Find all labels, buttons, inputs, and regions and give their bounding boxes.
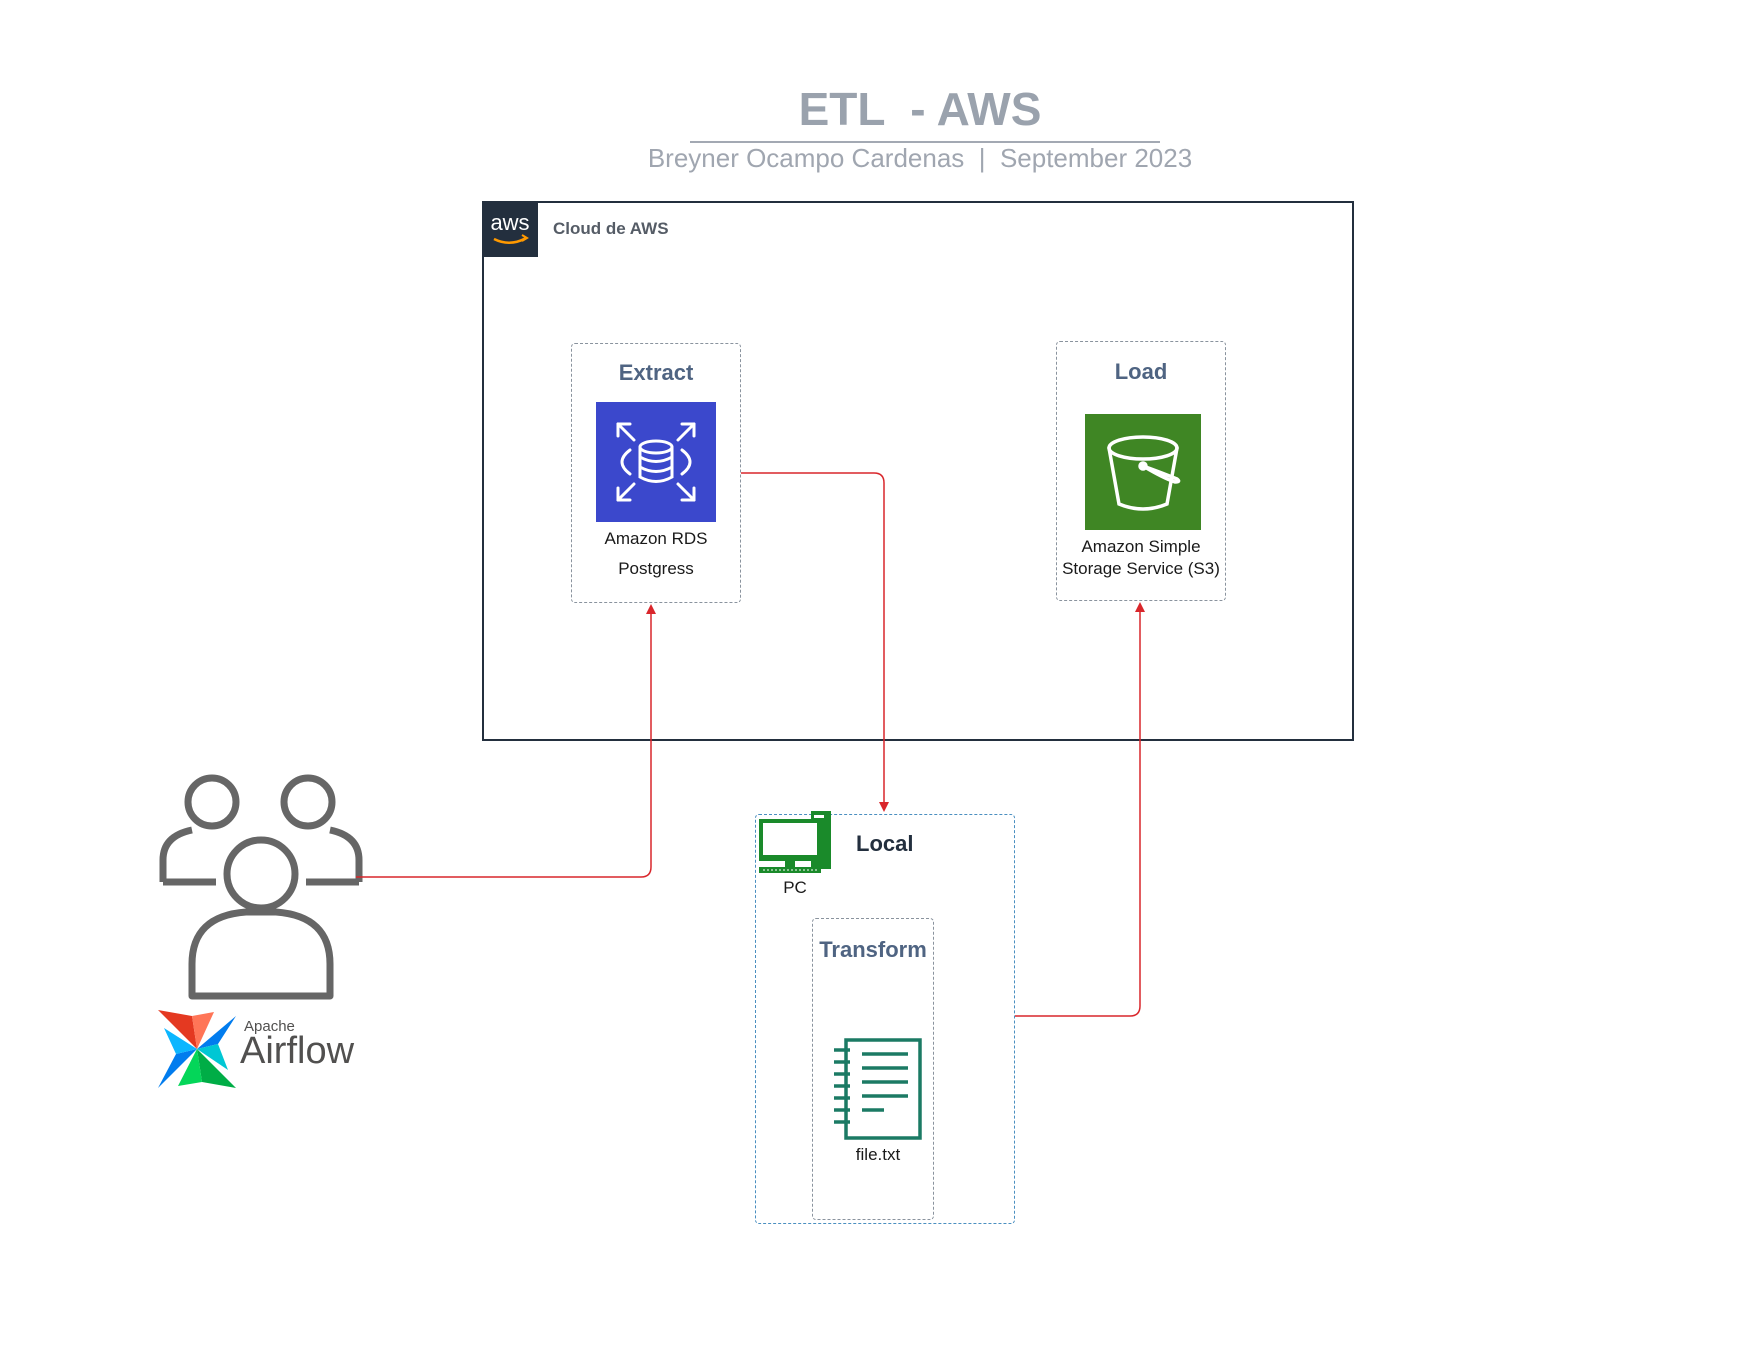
transform-group[interactable] bbox=[812, 918, 934, 1220]
extract-title: Extract bbox=[618, 360, 694, 385]
airflow-apache-text: Apache bbox=[244, 1018, 295, 1035]
file-label: file.txt bbox=[855, 1145, 901, 1164]
file-glyph bbox=[834, 1038, 922, 1140]
users-icon[interactable] bbox=[156, 764, 366, 1004]
airflow-pinwheel-icon bbox=[156, 1008, 238, 1090]
s3-label-line2: Storage Service (S3) bbox=[1062, 559, 1220, 578]
transform-title: Transform bbox=[819, 937, 927, 962]
rds-label-line2: Postgress bbox=[618, 559, 694, 578]
diagram-title: ETL - AWS bbox=[798, 83, 1042, 135]
aws-cloud-group[interactable] bbox=[482, 201, 1354, 741]
airflow-wordmark: Airflow bbox=[240, 1030, 355, 1072]
aws-smile-icon bbox=[493, 234, 529, 244]
rds-glyph bbox=[616, 422, 696, 502]
local-label: Local bbox=[856, 831, 914, 856]
pinwheel-glyph bbox=[158, 1010, 236, 1088]
title-divider bbox=[690, 141, 1160, 143]
file-notebook-icon[interactable] bbox=[832, 1036, 924, 1142]
connector-airflow-to-rds[interactable] bbox=[356, 604, 656, 878]
load-group[interactable] bbox=[1056, 341, 1226, 601]
rds-database-icon[interactable] bbox=[596, 402, 716, 522]
cloud-label: Cloud de AWS bbox=[553, 219, 669, 238]
users-glyph bbox=[159, 774, 363, 1000]
pc-glyph bbox=[759, 811, 831, 873]
pc-computer-icon[interactable] bbox=[757, 811, 835, 875]
diagram-subtitle: Breyner Ocampo Cardenas | September 2023 bbox=[647, 143, 1193, 173]
connector-local-to-s3[interactable] bbox=[1015, 602, 1145, 1017]
extract-group[interactable] bbox=[571, 343, 741, 603]
aws-logo-text: aws bbox=[490, 210, 530, 235]
load-title: Load bbox=[1114, 359, 1168, 384]
connector-rds-to-local[interactable] bbox=[741, 472, 889, 812]
pc-label: PC bbox=[783, 878, 807, 897]
aws-logo-icon: aws bbox=[482, 201, 538, 257]
local-group[interactable] bbox=[755, 814, 1015, 1224]
s3-label-line1: Amazon Simple bbox=[1081, 537, 1201, 556]
rds-label-line1: Amazon RDS bbox=[604, 529, 708, 548]
s3-glyph bbox=[1107, 435, 1181, 511]
s3-bucket-icon[interactable] bbox=[1085, 414, 1201, 530]
